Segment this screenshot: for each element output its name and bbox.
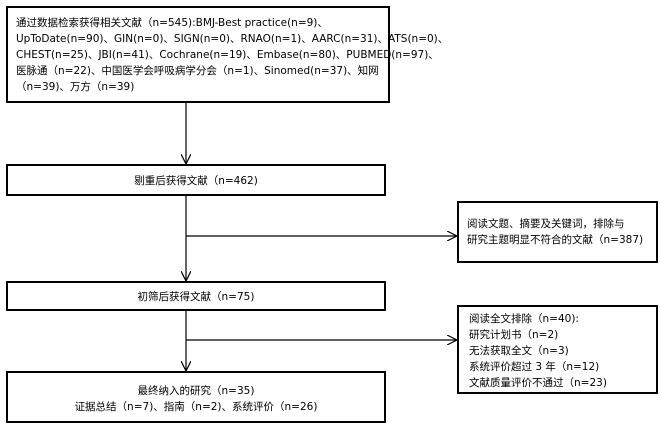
exclusion2-line-2: 研究计划书（n=2) [469, 329, 559, 341]
search-line-1: 通过数据检索获得相关文献（n=545):BMJ-Best practice(n=… [16, 17, 328, 29]
dedup-text: 剔重后获得文献（n=462) [134, 175, 258, 187]
initial-screening-box: 初筛后获得文献（n=75) [6, 281, 386, 311]
search-line-2: UpToDate(n=90)、GIN(n=0)、SIGN(n=0)、RNAO(n… [16, 33, 449, 45]
exclusion1-line-1: 阅读文题、摘要及关键词，排除与 [467, 218, 625, 230]
exclusion2-line-5: 文献质量评价不通过（n=23) [469, 377, 607, 389]
exclusion2-line-4: 系统评价超过 3 年（n=12) [469, 361, 600, 373]
exclusion1-line-2: 研究主题明显不符合的文献（n=387) [467, 234, 644, 246]
exclusion2-line-1: 阅读全文排除（n=40): [469, 313, 579, 325]
deduplication-box: 剔重后获得文献（n=462) [6, 164, 386, 196]
search-line-5: （n=39)、万方（n=39) [16, 81, 135, 93]
screen-text: 初筛后获得文献（n=75) [137, 291, 255, 303]
fulltext-exclusion-box: 阅读全文排除（n=40): 研究计划书（n=2) 无法获取全文（n=3) 系统评… [457, 305, 658, 394]
search-line-3: CHEST(n=25)、JBI(n=41)、Cochrane(n=19)、Emb… [16, 49, 439, 61]
search-line-4: 医脉通（n=22)、中国医学会呼吸病学分会（n=1)、Sinomed(n=37)… [16, 65, 379, 77]
final-included-box: 最终纳入的研究（n=35) 证据总结（n=7)、指南（n=2)、系统评价（n=2… [6, 371, 386, 423]
final-line-1: 最终纳入的研究（n=35) [137, 385, 255, 397]
exclusion2-line-3: 无法获取全文（n=3) [469, 345, 569, 357]
title-abstract-exclusion-box: 阅读文题、摘要及关键词，排除与 研究主题明显不符合的文献（n=387) [457, 201, 658, 263]
search-results-box: 通过数据检索获得相关文献（n=545):BMJ-Best practice(n=… [6, 6, 449, 103]
final-line-2: 证据总结（n=7)、指南（n=2)、系统评价（n=26) [74, 401, 318, 413]
